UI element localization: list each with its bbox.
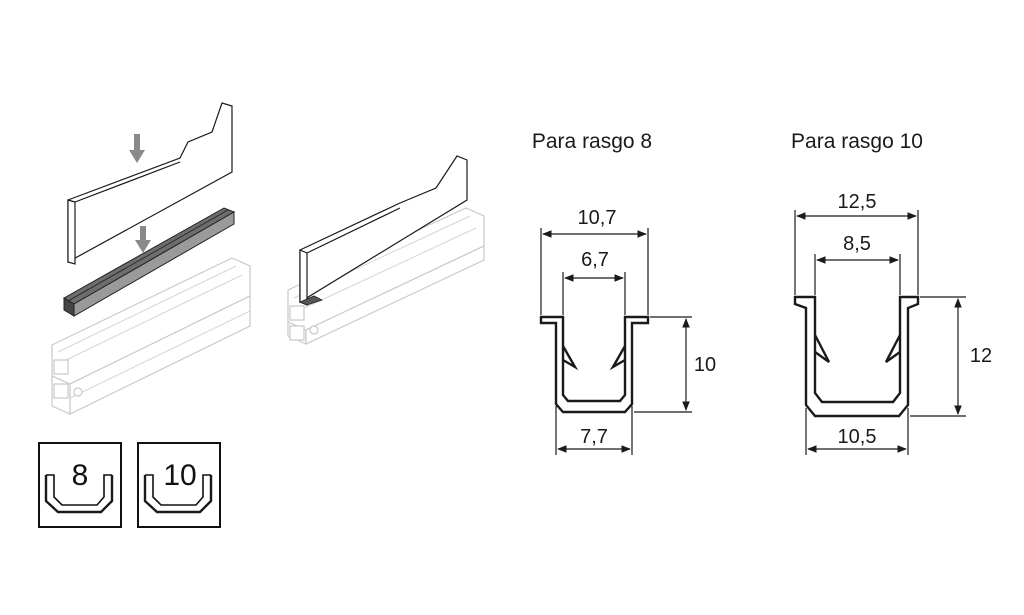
profile-10-title: Para rasgo 10 [791,130,923,153]
slot-8-label: 8 [72,459,89,492]
slot-10-badge: 10 [137,442,221,528]
profile-10-width-inner: 8,5 [843,233,871,255]
profile-8-height: 10 [694,354,716,376]
profile-10-height: 12 [970,345,992,367]
inserted-panel [298,155,468,306]
down-arrow-icon [135,226,151,253]
profile-10-drawing: Para rasgo 10 12,5 8,5 12 10,5 [791,130,992,455]
down-arrow-icon [129,134,145,163]
slot-10-label: 10 [163,459,196,492]
insert-strip [63,207,236,317]
slot-10-icon [143,475,213,514]
aluminium-profile-ghost [51,257,251,415]
profile-10-width-outer: 12,5 [838,191,877,213]
profile-8-width-bottom: 7,7 [580,426,608,448]
profile-10-outline [793,295,920,418]
assembled-view [287,155,485,345]
profile-8-width-inner: 6,7 [581,249,609,271]
slot-8-badge: 8 [38,442,122,528]
profile-10-width-bottom: 10,5 [838,426,877,448]
exploded-assembly [51,102,251,415]
profile-8-outline [539,315,650,414]
cover-panel [67,102,233,265]
profile-8-width-outer: 10,7 [578,207,617,229]
profile-8-drawing: Para rasgo 8 10,7 6,7 10 7,7 [532,130,716,455]
profile-8-title: Para rasgo 8 [532,130,652,153]
slot-8-icon [44,475,114,514]
